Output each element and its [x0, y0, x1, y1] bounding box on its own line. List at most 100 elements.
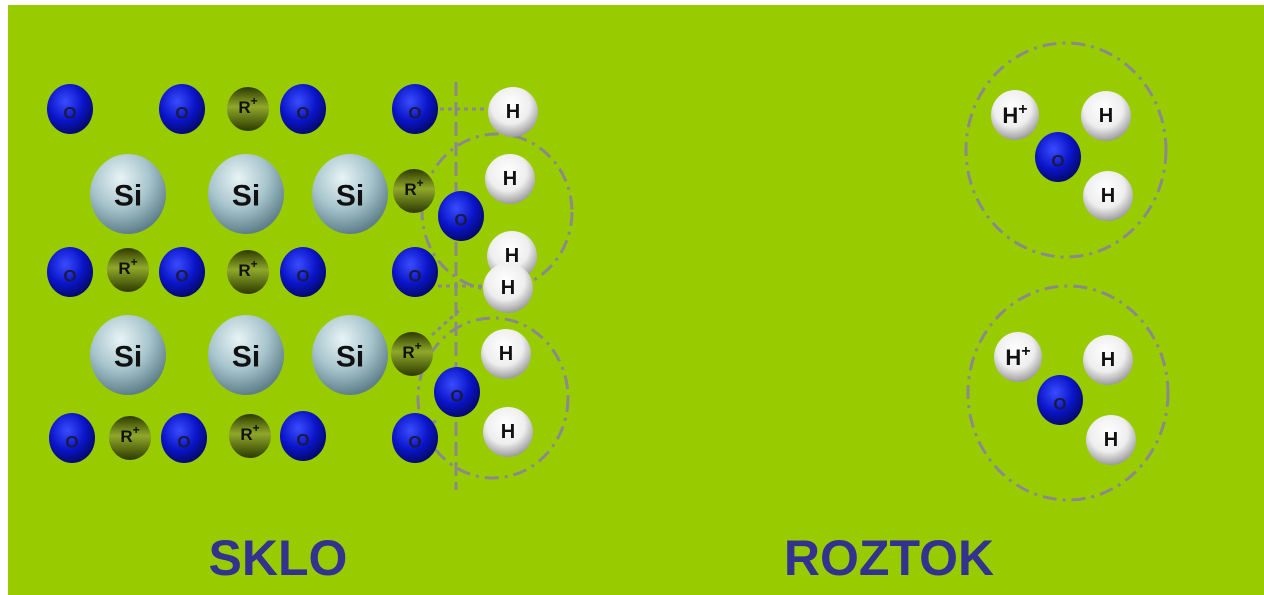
hydrogen-atom-label: H: [506, 101, 520, 123]
cation-atom-label: R+: [240, 421, 259, 444]
oxygen-atom-body: [280, 84, 326, 134]
oxygen-atom-label: O: [175, 267, 188, 286]
oxygen-atom-label: O: [1051, 152, 1064, 171]
oxygen-atom-body: [49, 413, 95, 463]
cation-atom-label: R+: [238, 257, 257, 280]
oxygen-atom: O: [159, 247, 205, 297]
silicon-atom-body: [208, 154, 284, 234]
oxygen-atom-label: O: [1053, 395, 1066, 414]
oxygen-atom-body: [47, 84, 93, 134]
oxygen-atom-body: [434, 367, 480, 417]
hydrogen-atom-label: H: [1104, 429, 1118, 451]
cation-atom-body: [107, 248, 149, 292]
silicon-atom-body: [90, 315, 166, 395]
silicon-atom-body: [312, 154, 388, 234]
solution-region-label: ROZTOK: [784, 530, 994, 586]
hydronium-hydrogen-atom-body: [994, 332, 1042, 382]
oxygen-atom: O: [159, 84, 205, 134]
cation-atom-label: R+: [402, 339, 421, 362]
hydrogen-atom-body: [485, 154, 535, 204]
hydronium-hydrogen-atom-label: H+: [1005, 343, 1030, 370]
hydronium-hydrogen-atom-label: H+: [1002, 101, 1027, 128]
cation-atom-label: R+: [120, 423, 139, 446]
silicon-atom-label: Si: [114, 180, 142, 213]
oxygen-atom: O: [49, 413, 95, 463]
background: [8, 5, 1264, 595]
cation-atom-body: [393, 169, 435, 213]
hydrogen-atom: H: [481, 329, 531, 379]
oxygen-atom: O: [280, 84, 326, 134]
oxygen-atom-body: [280, 411, 326, 461]
hydrogen-atom-body: [481, 329, 531, 379]
oxygen-atom-label: O: [450, 387, 463, 406]
oxygen-atom: O: [1037, 375, 1083, 425]
hydrogen-atom: H: [483, 263, 533, 313]
silicon-atom-label: Si: [336, 341, 364, 374]
hydrogen-atom: H: [483, 407, 533, 457]
cation-atom: R+: [229, 414, 271, 458]
hydrogen-atom-body: [1086, 415, 1136, 465]
hydrogen-atom-label: H: [501, 421, 515, 443]
oxygen-atom: O: [434, 367, 480, 417]
hydrogen-atom-body: [1081, 91, 1131, 141]
cation-atom: R+: [227, 87, 269, 131]
oxygen-atom: O: [280, 411, 326, 461]
oxygen-atom: O: [280, 247, 326, 297]
oxygen-atom: O: [161, 413, 207, 463]
hydrogen-atom-label: H: [1101, 185, 1115, 207]
oxygen-atom-label: O: [63, 104, 76, 123]
oxygen-atom-body: [392, 413, 438, 463]
silicon-atom: Si: [208, 154, 284, 234]
oxygen-atom: O: [392, 413, 438, 463]
hydrogen-atom: H: [1083, 335, 1133, 385]
silicon-atom: Si: [90, 315, 166, 395]
silicon-atom-label: Si: [232, 180, 260, 213]
hydronium-hydrogen-atom: H+: [994, 332, 1042, 382]
hydrogen-atom-body: [483, 407, 533, 457]
oxygen-atom-label: O: [408, 267, 421, 286]
hydrogen-atom-label: H: [503, 168, 517, 190]
silicon-atom-body: [90, 154, 166, 234]
oxygen-atom-body: [1035, 132, 1081, 182]
hydrogen-atom-label: H: [499, 343, 513, 365]
bond-line: [430, 306, 464, 337]
glass-region-label: SKLO: [209, 530, 348, 586]
cation-atom-body: [227, 87, 269, 131]
cation-atom: R+: [109, 416, 151, 460]
oxygen-atom: O: [392, 247, 438, 297]
oxygen-atom-label: O: [408, 104, 421, 123]
silicon-atom: Si: [90, 154, 166, 234]
hydronium-hydrogen-atom-body: [991, 90, 1039, 140]
oxygen-atom-body: [280, 247, 326, 297]
cation-atom-body: [229, 414, 271, 458]
cation-atom-label: R+: [404, 176, 423, 199]
oxygen-atom-label: O: [65, 433, 78, 452]
oxygen-atom-body: [159, 247, 205, 297]
silicon-atom-label: Si: [114, 341, 142, 374]
oxygen-atom-body: [392, 247, 438, 297]
oxygen-atom-label: O: [296, 267, 309, 286]
oxygen-atom-label: O: [63, 267, 76, 286]
cation-atom-label: R+: [238, 94, 257, 117]
cation-atom-body: [109, 416, 151, 460]
oxygen-atom-label: O: [175, 104, 188, 123]
hydrogen-atom-label: H: [1099, 105, 1113, 127]
hydrogen-atom: H: [488, 87, 538, 137]
hydrogen-atom-body: [1083, 171, 1133, 221]
hydrogen-atom: H: [1086, 415, 1136, 465]
hydrogen-atom-label: H: [1101, 349, 1115, 371]
hydrogen-atom-label: H: [501, 277, 515, 299]
cation-atom: R+: [393, 169, 435, 213]
hydrogen-atom-label: H: [505, 245, 519, 267]
oxygen-atom-body: [438, 191, 484, 241]
oxygen-atom-body: [1037, 375, 1083, 425]
hydrogen-atom-body: [488, 87, 538, 137]
cation-atom: R+: [227, 250, 269, 294]
silicon-atom: Si: [312, 315, 388, 395]
cation-atom-body: [391, 332, 433, 376]
hydronium-ring: [966, 284, 1170, 502]
oxygen-atom: O: [1035, 132, 1081, 182]
cation-atom-body: [227, 250, 269, 294]
